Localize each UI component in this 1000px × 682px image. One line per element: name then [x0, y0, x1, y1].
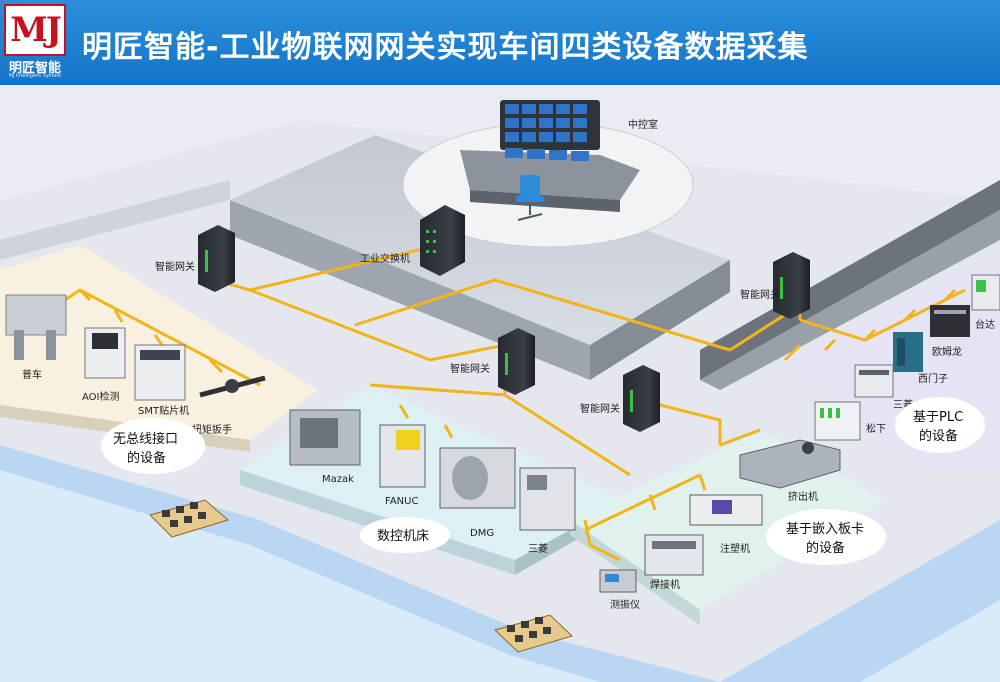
plc-device	[893, 332, 923, 372]
extruder-machine	[739, 439, 841, 489]
control-room-label: 中控室	[628, 118, 658, 131]
cnc-machine	[439, 447, 516, 509]
injection-molding-machine	[689, 494, 763, 526]
zone-title-bubble: 数控机床	[360, 517, 450, 553]
zone-title: 的设备	[127, 450, 166, 466]
zone-title: 的设备	[919, 428, 958, 444]
central-platform-front	[230, 200, 590, 380]
agv-cart	[494, 614, 573, 653]
aoi-machine	[84, 327, 126, 379]
torque-wrench	[199, 375, 266, 398]
plc-device	[930, 305, 970, 337]
welding-machine	[644, 534, 704, 576]
right-wall	[700, 180, 1000, 380]
zone-title: 无总线接口	[113, 431, 178, 447]
device-label: SMT贴片机	[138, 404, 189, 417]
plc-device	[854, 364, 894, 398]
plc-device	[971, 274, 1000, 311]
zone-title: 基于嵌入板卡	[786, 522, 864, 537]
gateway-label: 智能网关	[155, 260, 195, 273]
cnc-machine	[289, 409, 361, 466]
device-label: DMG	[470, 528, 494, 539]
right-wall-lower	[700, 210, 1000, 390]
device-label: Mazak	[322, 474, 354, 485]
device-label: 台达	[975, 318, 995, 331]
office-chair	[516, 175, 544, 221]
logo-mark-text: MJ	[10, 10, 62, 50]
device-label: 三菱	[528, 543, 548, 555]
control-desk	[460, 148, 640, 212]
plc-device	[814, 401, 861, 441]
agv-cart	[149, 499, 230, 538]
factory-diagram: 中控室 工业	[0, 100, 1000, 682]
gateway-label: 智能网关	[740, 288, 780, 301]
device-label: 注塑机	[720, 542, 750, 555]
logo-tagline: MJ Intelligent System	[8, 73, 62, 79]
gateway-device	[623, 365, 660, 432]
device-label: 普车	[22, 368, 42, 381]
device-label: 松下	[866, 422, 886, 435]
gateway-device	[773, 252, 810, 319]
header-bar: MJ 明匠智能 MJ Intelligent System 明匠智能-工业物联网…	[0, 0, 1000, 85]
device-label: 测振仪	[610, 598, 640, 611]
device-label: 西门子	[918, 372, 948, 385]
cnc-machine	[519, 467, 576, 531]
page-title: 明匠智能-工业物联网网关实现车间四类设备数据采集	[82, 30, 809, 65]
device-label: 欧姆龙	[932, 345, 962, 358]
central-platform-side	[590, 260, 730, 380]
gateway-label: 智能网关	[580, 402, 620, 415]
lathe-machine	[5, 294, 67, 360]
logo-name: 明匠智能	[8, 61, 61, 76]
gateway-device	[198, 225, 235, 292]
zone-title-bubble: 基于嵌入板卡 的设备	[766, 509, 886, 565]
zone-title-bubble: 基于PLC 的设备	[895, 397, 985, 453]
zone-title: 数控机床	[377, 529, 429, 544]
industrial-switch	[420, 205, 465, 276]
brand-logo: MJ 明匠智能 MJ Intelligent System	[4, 4, 66, 82]
cnc-machine	[379, 424, 426, 488]
switch-label: 工业交换机	[360, 252, 410, 265]
back-wall	[0, 180, 230, 260]
vibration-meter	[599, 569, 637, 593]
gateway-label: 智能网关	[450, 362, 490, 375]
logo-mark: MJ	[4, 4, 66, 56]
device-label: FANUC	[385, 496, 418, 507]
smt-machine	[134, 344, 186, 401]
device-label: 焊接机	[650, 578, 680, 591]
gateway-device	[498, 328, 535, 395]
device-label: 扭矩扳手	[192, 423, 232, 436]
device-label: 挤出机	[788, 490, 818, 503]
zone-title: 的设备	[806, 540, 845, 556]
video-wall	[500, 100, 600, 150]
zone-title-bubble: 无总线接口 的设备	[101, 418, 205, 474]
zone-title: 基于PLC	[913, 410, 963, 425]
device-label: AOI检测	[82, 390, 120, 403]
